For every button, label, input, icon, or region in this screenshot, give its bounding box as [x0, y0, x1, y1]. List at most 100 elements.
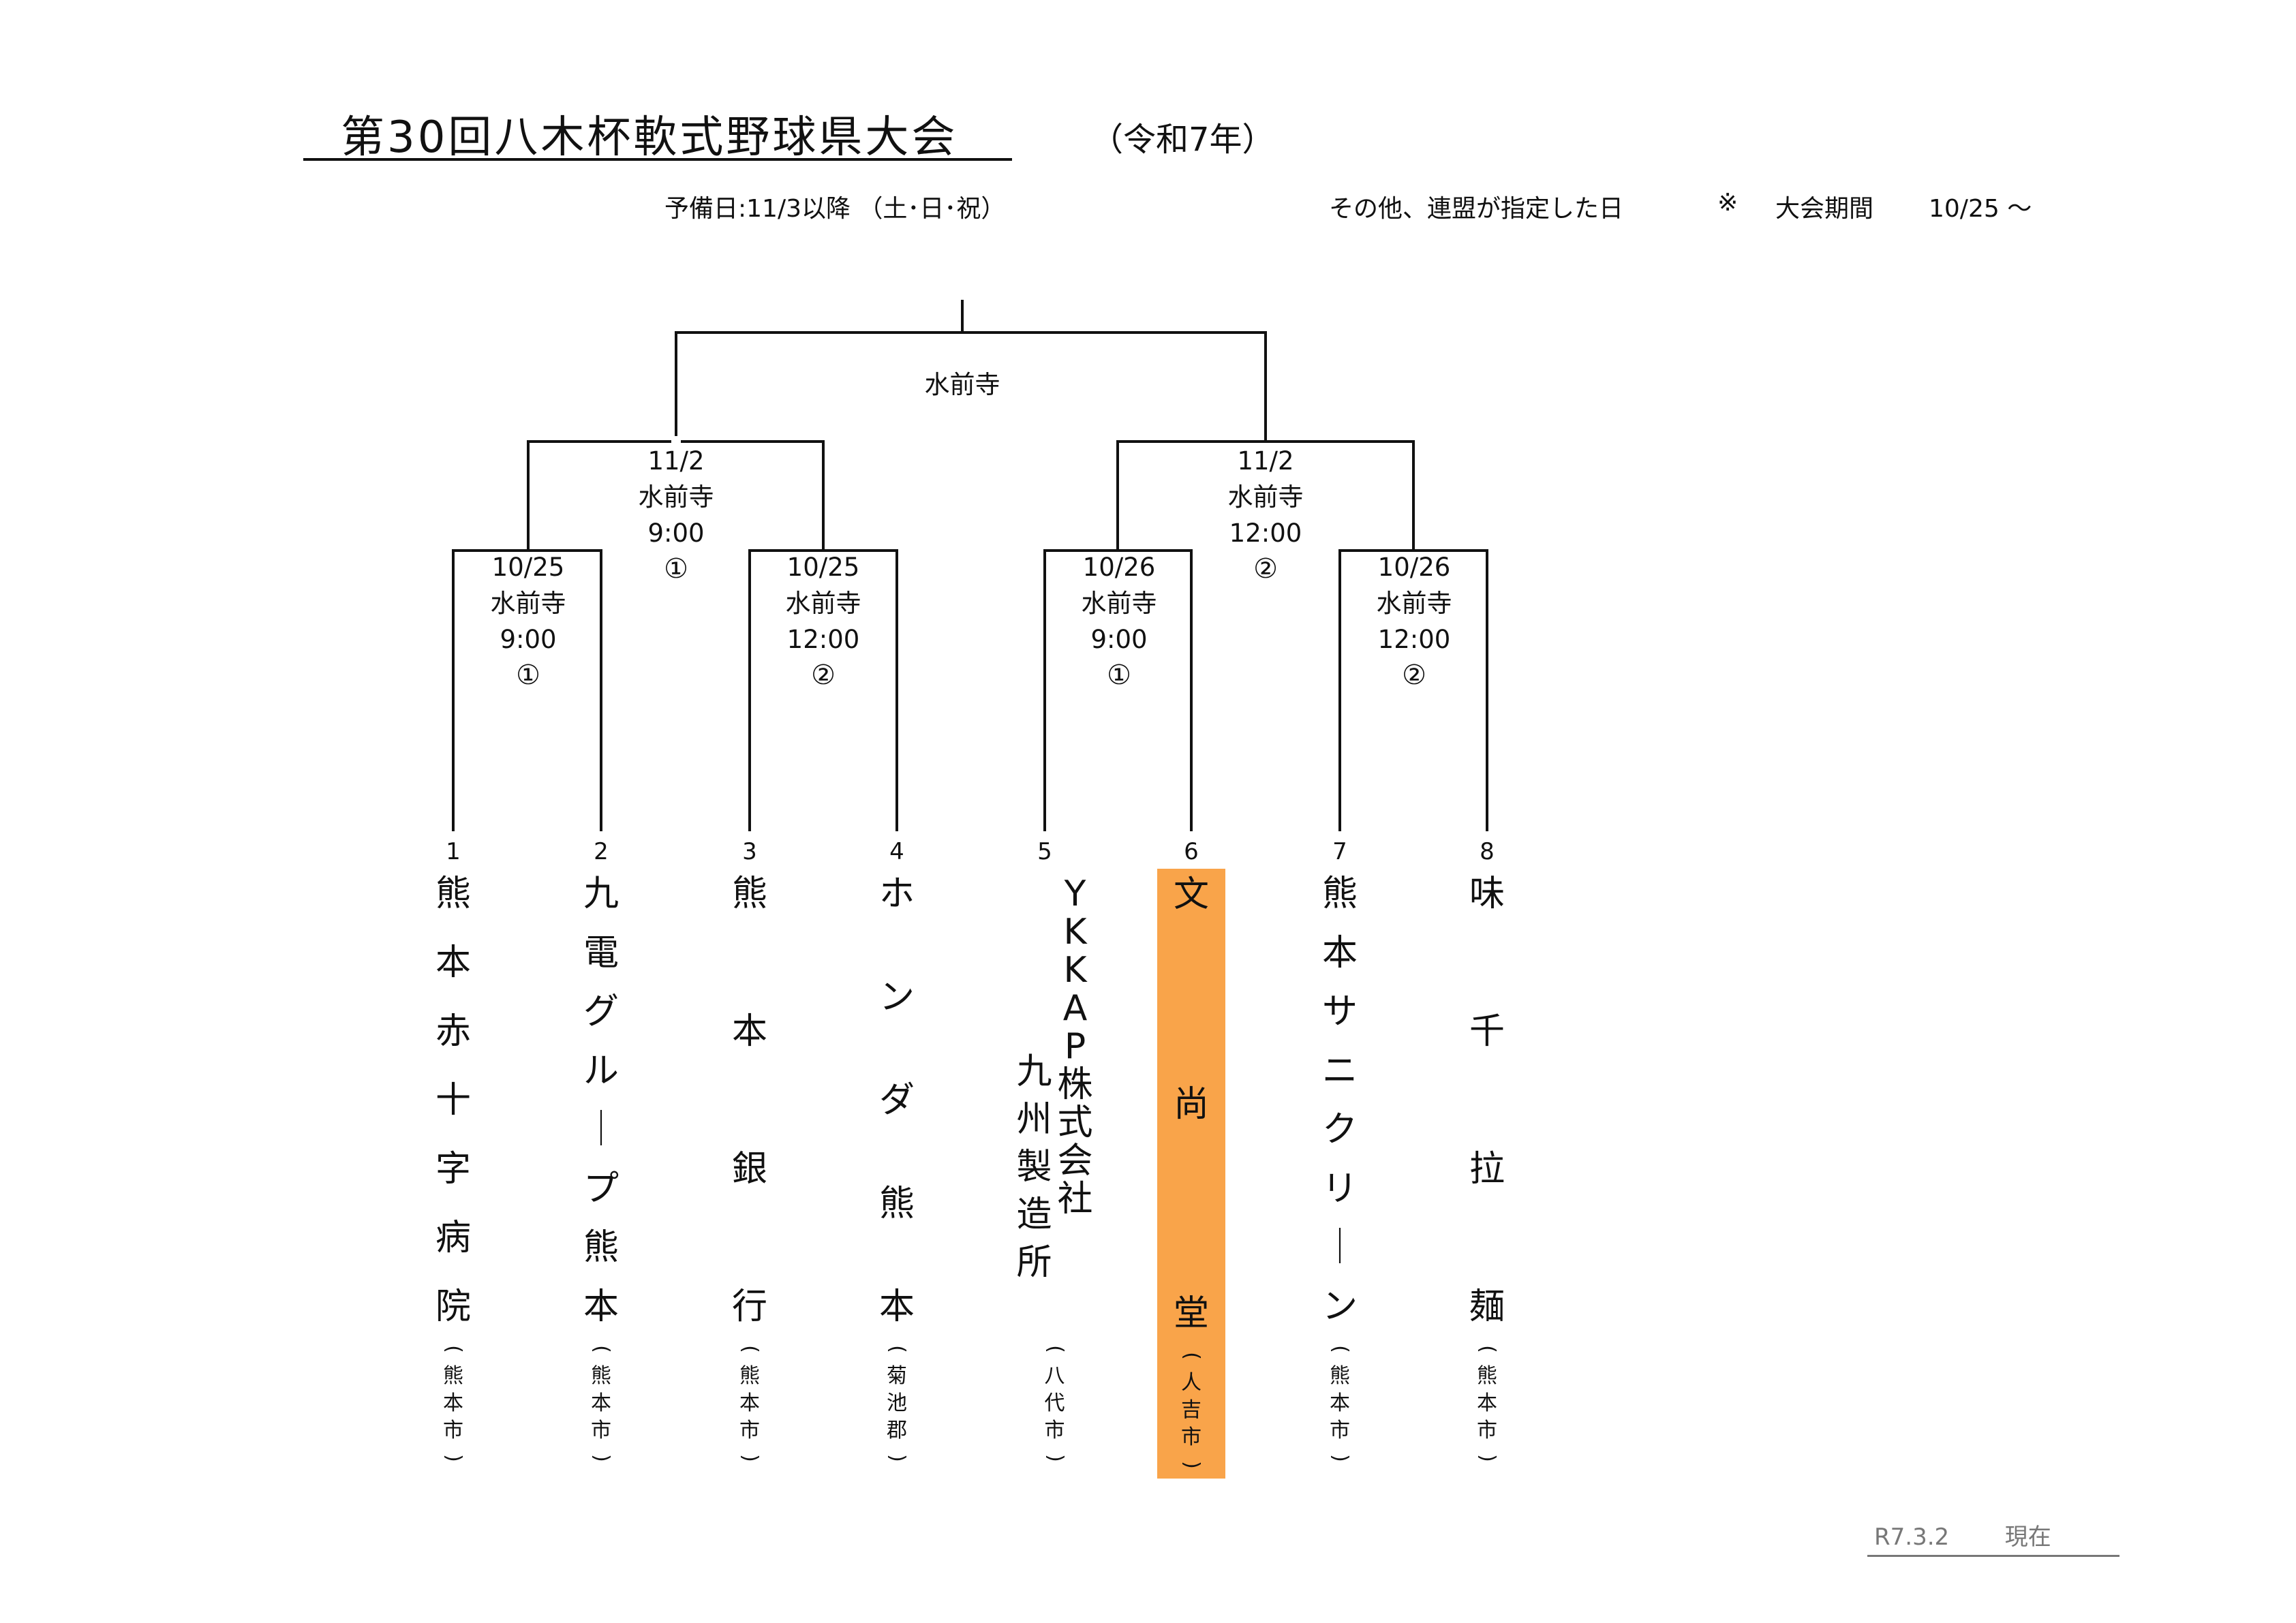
name-char: 堂: [1173, 1293, 1209, 1334]
team-city: (熊本市): [1475, 1335, 1499, 1472]
paren-close: ): [590, 1454, 613, 1462]
city-char: 本: [1330, 1391, 1350, 1415]
team-city: (熊本市): [738, 1335, 762, 1472]
seed-number: 2: [594, 838, 609, 865]
city-char: 人: [1181, 1371, 1201, 1395]
paren-close: ): [885, 1454, 909, 1462]
name-char: 本: [1321, 932, 1358, 974]
name-char: サ: [1321, 991, 1358, 1033]
paren-open: (: [590, 1345, 613, 1353]
city-char: 本: [1477, 1391, 1497, 1415]
name-char: 造: [1016, 1194, 1052, 1235]
match-court: ①: [1107, 660, 1131, 691]
team-city: (人吉市): [1180, 1342, 1204, 1479]
reserve-day-note: 予備日:11/3以降 （土･日･祝）: [664, 195, 1006, 223]
name-char: 九: [1016, 1051, 1052, 1092]
period-mark: ※: [1717, 189, 1739, 217]
match-time: 12:00: [786, 625, 860, 654]
team-name: 熊本サニクリ ｜ ン: [1322, 872, 1358, 1329]
team-city: (熊本市): [590, 1335, 613, 1472]
team-1: 熊本赤十字病院(熊本市): [419, 872, 487, 1472]
match-venue: 水前寺: [1376, 589, 1452, 618]
city-char: 熊: [443, 1364, 463, 1388]
semifinal-left: 11/2 水前寺 9:00 ①: [601, 443, 751, 587]
name-char: 会: [1057, 1141, 1093, 1181]
name-char: 熊: [435, 874, 471, 914]
name-char: 本: [731, 1011, 767, 1052]
name-char: 病: [435, 1218, 471, 1258]
seed-number: 6: [1184, 838, 1199, 865]
seed-number: 4: [889, 838, 904, 865]
name-char: ダ: [878, 1080, 915, 1121]
name-char: 熊: [1321, 874, 1358, 914]
name-char: リ: [1321, 1168, 1358, 1209]
era-label: （令和7年）: [1090, 121, 1275, 159]
name-char: 九: [583, 874, 619, 914]
city-char: 市: [1044, 1419, 1065, 1442]
name-char: ホ: [878, 874, 915, 914]
name-char: ニ: [1321, 1050, 1358, 1092]
name-char: 熊: [583, 1227, 619, 1269]
match-court: ②: [1402, 660, 1426, 691]
team-city: (熊本市): [442, 1335, 465, 1472]
semifinal-right: 11/2 水前寺 12:00 ②: [1191, 443, 1341, 587]
name-char: 尚: [1173, 1083, 1209, 1125]
paren-open: (: [442, 1345, 465, 1353]
name-char: 株: [1057, 1064, 1093, 1105]
name-char: ｜: [583, 1109, 619, 1151]
match-court: ②: [1253, 553, 1278, 585]
seed-number: 1: [446, 838, 461, 865]
paren-open: (: [1043, 1345, 1067, 1353]
period-label: 大会期間: [1775, 195, 1874, 223]
as-of-date-value: R7.3.2: [1874, 1524, 1950, 1551]
footer-underline: [1867, 1555, 2119, 1557]
city-char: 熊: [739, 1364, 760, 1388]
name-char: 本: [583, 1286, 619, 1327]
match-venue: 水前寺: [490, 589, 566, 618]
name-char: 字: [435, 1149, 471, 1190]
name-char: 千: [1469, 1011, 1505, 1052]
paren-close: ): [1043, 1454, 1067, 1462]
match-time: 9:00: [1090, 625, 1148, 654]
city-char: 熊: [591, 1364, 611, 1388]
paren-open: (: [1475, 1345, 1499, 1353]
team-2: 九電グル｜プ熊本(熊本市): [567, 872, 635, 1472]
paren-close: ): [1328, 1454, 1352, 1462]
team-name: 文尚堂: [1174, 869, 1209, 1335]
team-name-line2: 九州製造所: [1016, 872, 1052, 1329]
paren-close: ): [738, 1454, 762, 1462]
match-court: ①: [516, 660, 540, 691]
name-char: 十: [435, 1080, 471, 1121]
city-char: 菊: [887, 1364, 907, 1388]
match-venue: 水前寺: [785, 589, 861, 618]
name-char: ン: [1321, 1286, 1358, 1327]
match-date: 10/26: [1082, 553, 1156, 582]
seed-number: 5: [1037, 838, 1052, 865]
match-time: 12:00: [1229, 519, 1302, 548]
match-date: 10/25: [786, 553, 860, 582]
team-3: 熊本銀行(熊本市): [716, 872, 784, 1472]
team-4: ホンダ熊本(菊池郡): [863, 872, 931, 1472]
match-time: 9:00: [647, 519, 705, 548]
name-char: ク: [1321, 1109, 1358, 1151]
city-char: 市: [591, 1419, 611, 1442]
seed-number: 7: [1332, 838, 1347, 865]
paren-open: (: [885, 1345, 909, 1353]
city-char: 市: [1330, 1419, 1350, 1442]
seed-number: 3: [742, 838, 757, 865]
name-char: ｜: [1321, 1227, 1358, 1269]
name-char: 式: [1057, 1102, 1093, 1143]
city-char: 八: [1044, 1364, 1065, 1388]
match-time: 9:00: [500, 625, 557, 654]
name-char: 行: [731, 1286, 767, 1327]
as-of-date: R7.3.2 現在: [1874, 1518, 2051, 1551]
city-char: 池: [887, 1391, 907, 1415]
quarterfinal-2: 10/25 水前寺 12:00 ②: [748, 549, 898, 694]
seed-number: 8: [1480, 838, 1495, 865]
paren-open: (: [1180, 1352, 1204, 1360]
paren-open: (: [1328, 1345, 1352, 1353]
match-venue: 水前寺: [1227, 482, 1304, 512]
